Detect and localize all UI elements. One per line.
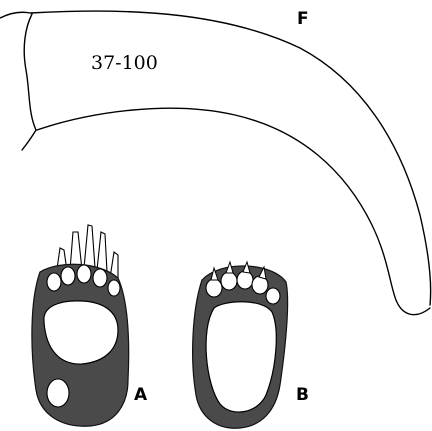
label-a: A xyxy=(134,385,148,405)
claw-base-edge xyxy=(22,14,36,150)
paw-b xyxy=(193,262,288,428)
paw-b-sole-pad xyxy=(206,302,276,412)
label-b: B xyxy=(296,385,309,405)
paw-a-heel-pad xyxy=(47,379,69,407)
label-range: 37-100 xyxy=(91,52,158,74)
paw-a xyxy=(32,225,129,426)
label-f: F xyxy=(297,9,309,29)
